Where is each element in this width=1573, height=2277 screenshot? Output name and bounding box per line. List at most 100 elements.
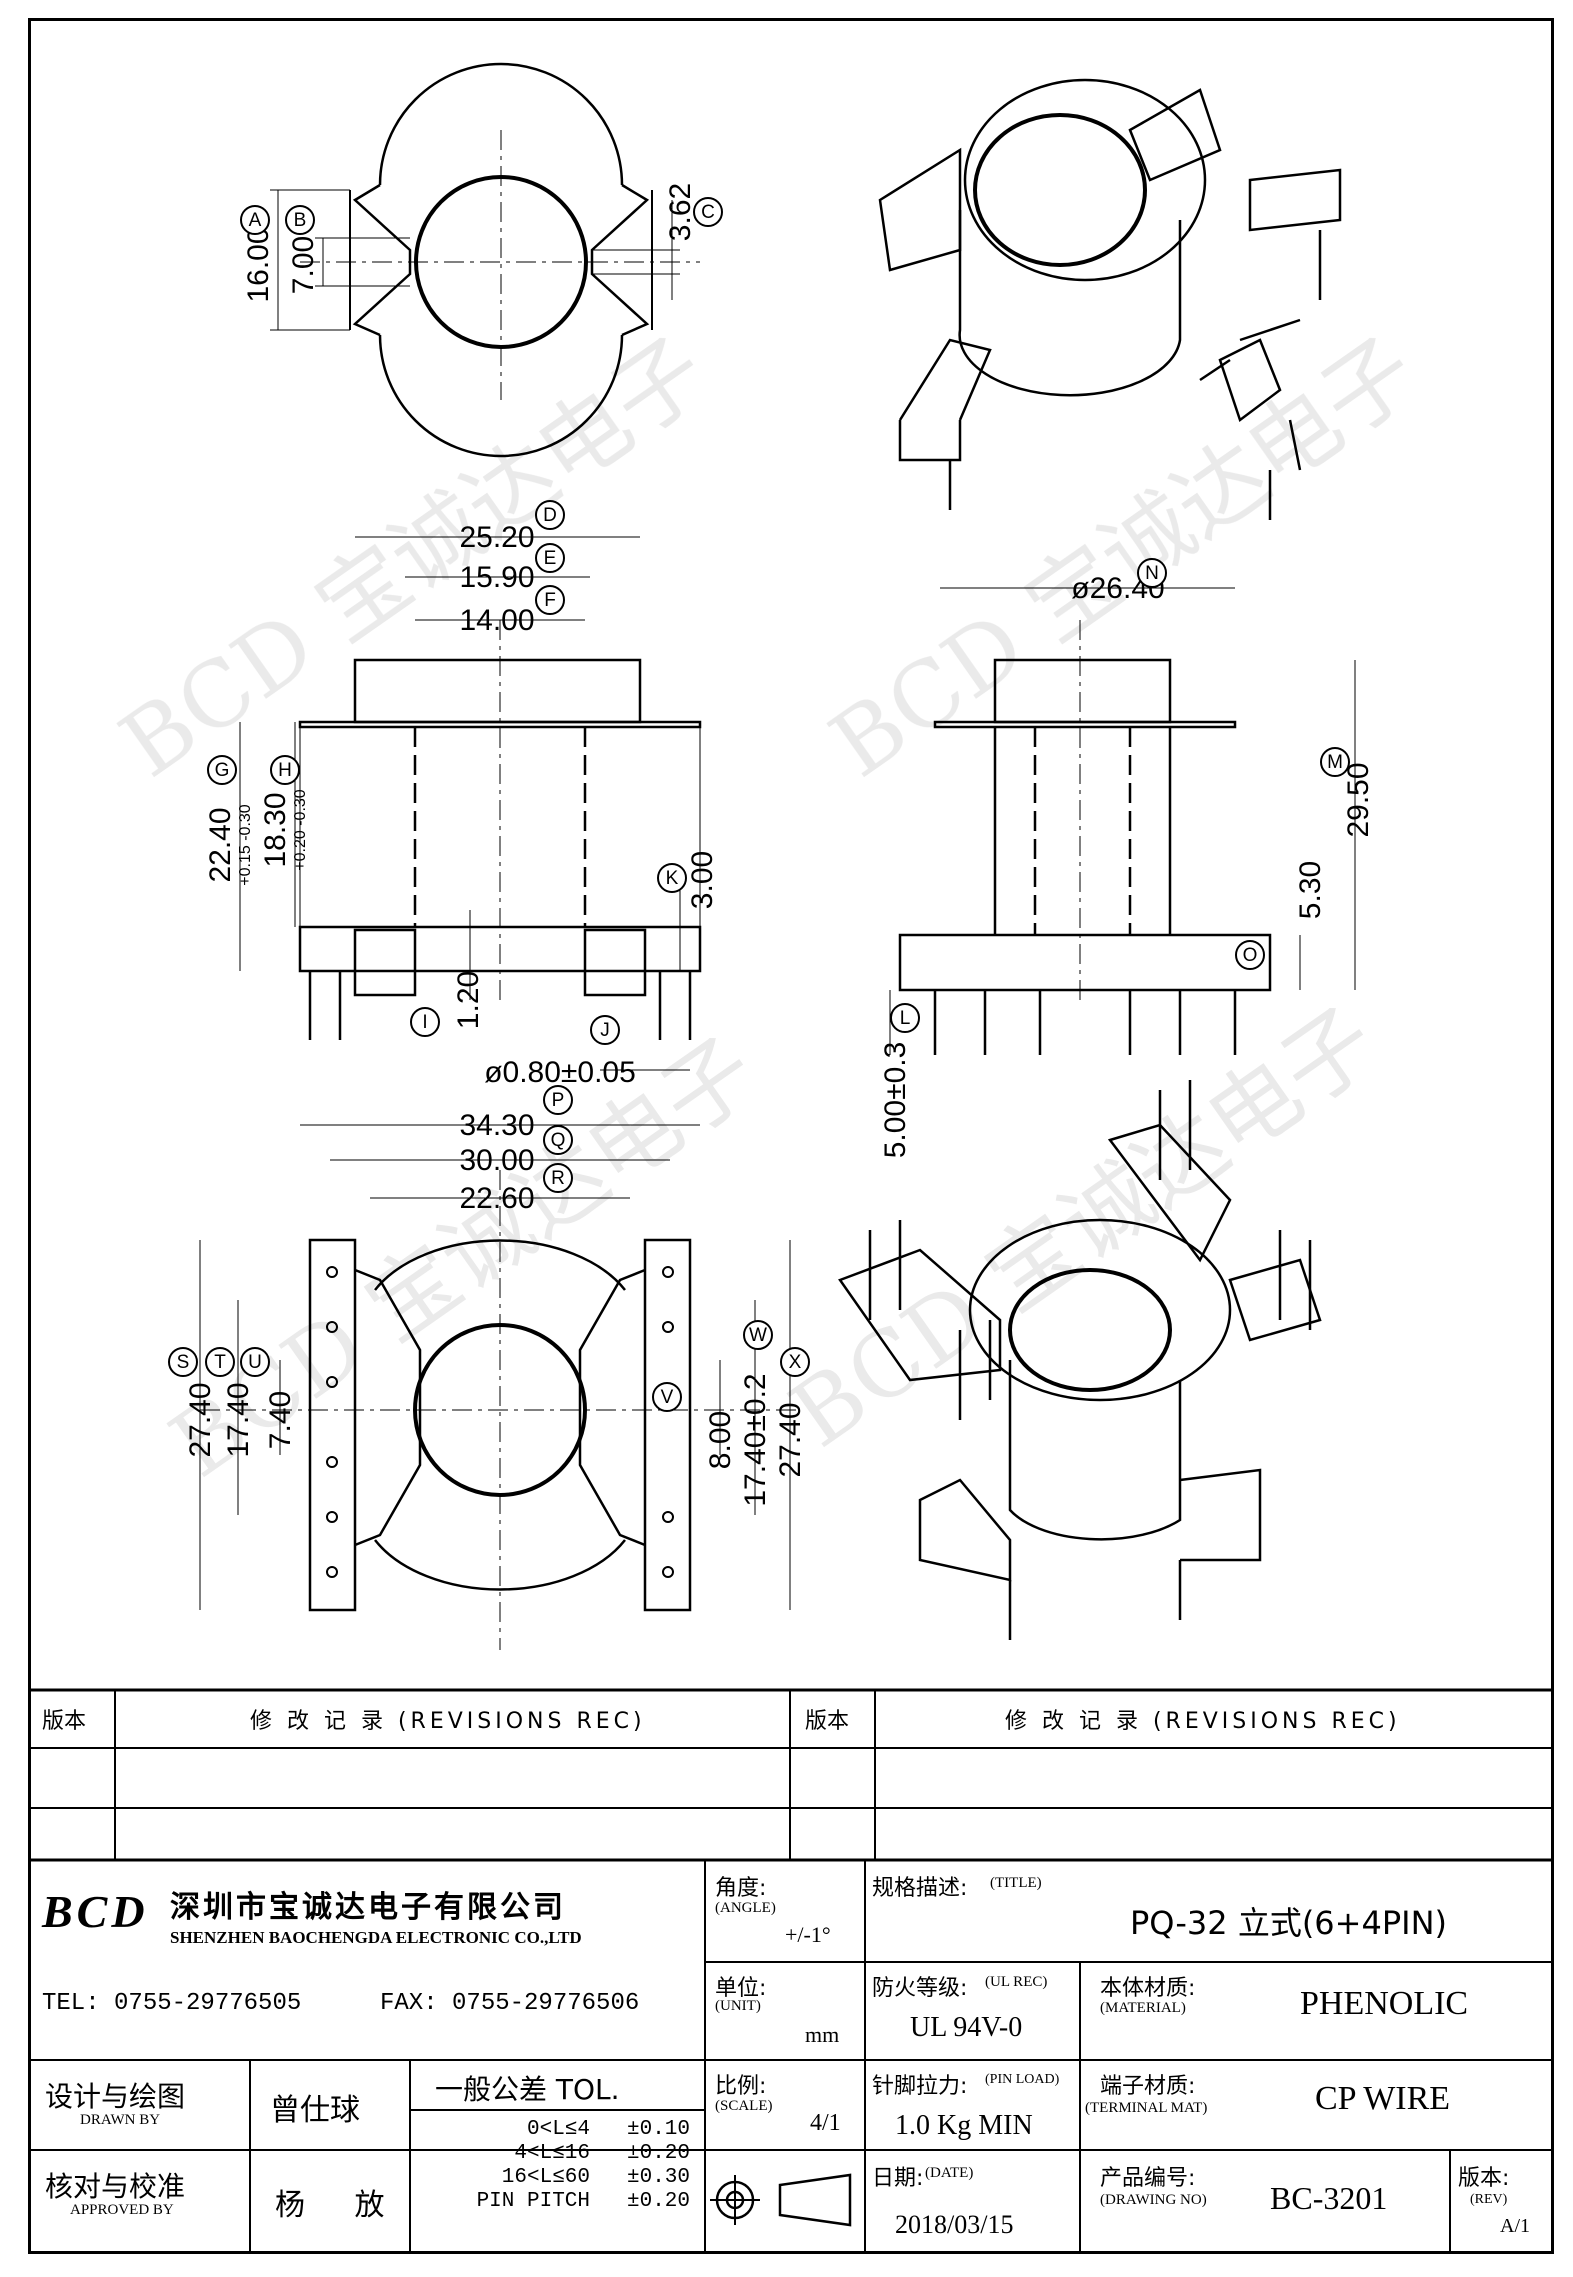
callout-label-f: F (544, 590, 556, 611)
date-value: 2018/03/15 (895, 2210, 1014, 2239)
callout-label-r: R (551, 1168, 565, 1189)
callout-label-k: K (666, 868, 679, 889)
unit-label: 单位: (715, 1976, 767, 2001)
callout-circle-o (1235, 940, 1265, 970)
tolerance-range: 0<L≤4 (526, 2118, 590, 2141)
callout-label-p: P (552, 1090, 565, 1111)
dim-B: 7.00 (287, 236, 320, 294)
tolerance-value: ±0.20 (626, 2142, 690, 2165)
pin-load-label: 针脚拉力: (872, 2074, 968, 2099)
terminal-label: 端子材质: (1100, 2074, 1196, 2099)
angle-value: +/-1° (785, 1922, 831, 1947)
callout-label-j: J (600, 1020, 610, 1041)
callout-label-s: S (177, 1352, 190, 1373)
drawing-no-label-en: (DRAWING NO) (1100, 2192, 1207, 2208)
drawn-value: 曾仕球 (270, 2093, 360, 2128)
pin-load-value: 1.0 Kg MIN (895, 2110, 1033, 2141)
dim-M: 29.50 (1342, 762, 1375, 837)
rev-title-right: 修 改 记 录 (REVISIONS REC) (1005, 1709, 1401, 1734)
drawing-no-value: BC-3201 (1270, 2180, 1388, 2216)
rev-label: 版本: (1458, 2166, 1510, 2191)
dim-C: 3.62 (664, 183, 697, 241)
bottom-view (199, 1124, 800, 1650)
rev-col-right: 版本 (805, 1709, 850, 1734)
approved-value: 杨 放 (275, 2188, 405, 2223)
callout-label-u: U (248, 1352, 262, 1373)
callout-label-a: A (249, 210, 262, 231)
rev-value: A/1 (1500, 2215, 1530, 2237)
callout-label-v: V (661, 1387, 674, 1408)
callout-label-i: I (422, 1012, 427, 1033)
rev-col-left: 版本 (42, 1709, 87, 1734)
title-value: PQ-32 立式(6+4PIN) (1130, 1904, 1447, 1942)
terminal-value: CP WIRE (1315, 2080, 1451, 2117)
tolerance-row: PIN PITCH±0.20 (440, 2190, 690, 2214)
tolerance-value: ±0.20 (626, 2190, 690, 2213)
rev-title-left: 修 改 记 录 (REVISIONS REC) (250, 1709, 646, 1734)
iso-view-top (878, 78, 1342, 520)
tolerance-range: 4<L≤16 (514, 2142, 590, 2165)
callout-label-w: W (749, 1325, 767, 1346)
callout-label-c: C (701, 202, 715, 223)
angle-label-en: (ANGLE) (715, 1900, 776, 1916)
scale-label-en: (SCALE) (715, 2098, 773, 2114)
unit-value: mm (805, 2022, 840, 2047)
dim-G: 22.40 (204, 807, 237, 882)
callout-circle-p (543, 1085, 573, 1115)
company-fax: FAX: 0755-29776506 (380, 1990, 640, 2017)
dim-H: 18.30 (259, 792, 292, 867)
dim-W: 17.40±0.2 (739, 1373, 772, 1506)
dim-F: 14.00 (459, 604, 534, 637)
callout-label-m: M (1327, 752, 1343, 773)
dim-X: 27.40 (774, 1402, 807, 1477)
tolerance-value: ±0.30 (626, 2166, 690, 2189)
tolerance-row: 16<L≤60 ±0.30 (440, 2166, 690, 2190)
callout-circle-v (652, 1382, 682, 1412)
callout-circle-l (890, 1003, 920, 1033)
callout-circle-m (1320, 747, 1350, 777)
material-value: PHENOLIC (1300, 1985, 1469, 2022)
callout-label-d: D (543, 505, 557, 526)
tolerance-range: 16<L≤60 (501, 2166, 590, 2189)
ul-label-en: (UL REC) (985, 1974, 1048, 1990)
company-tel: TEL: 0755-29776505 (42, 1990, 302, 2017)
dim-H-tol: +0.20 -0.30 (292, 789, 309, 871)
terminal-label-en: (TERMINAL MAT) (1085, 2100, 1208, 2116)
callout-circle-s (168, 1347, 198, 1377)
dim-P: 34.30 (459, 1109, 534, 1142)
angle-label: 角度: (715, 1876, 767, 1901)
callout-circle-b (285, 205, 315, 235)
callout-label-g: G (215, 760, 230, 781)
tolerance-table: 0<L≤4±0.10 4<L≤16±0.20 16<L≤60±0.30 PIN … (440, 2118, 690, 2214)
dim-K: 3.00 (686, 851, 719, 909)
tolerance-label: 一般公差 TOL. (435, 2073, 620, 2106)
callout-circle-f (535, 585, 565, 615)
drawn-label: 设计与绘图 (45, 2080, 186, 2113)
callout-label-o: O (1243, 945, 1258, 966)
dim-D: 25.20 (459, 521, 534, 554)
callout-circle-d (535, 500, 565, 530)
dim-A: 16.00 (242, 227, 275, 302)
callout-circle-g (207, 755, 237, 785)
callout-label-n: N (1145, 563, 1159, 584)
dim-U: 7.40 (264, 1391, 297, 1449)
callout-circle-i (410, 1007, 440, 1037)
side-view (889, 587, 1356, 1055)
callout-circle-n (1137, 558, 1167, 588)
dim-R: 22.60 (459, 1182, 534, 1215)
callout-circle-h (270, 755, 300, 785)
approved-label-en: APPROVED BY (70, 2202, 174, 2218)
tolerance-row: 4<L≤16 ±0.20 (440, 2142, 690, 2166)
title-label-en: (TITLE) (990, 1875, 1042, 1891)
callout-label-b: B (294, 210, 307, 231)
dim-L: 5.00±0.3 (879, 1042, 912, 1159)
callout-circle-r (543, 1163, 573, 1193)
title-label: 规格描述: (872, 1876, 968, 1901)
dim-G-tol: +0.15 -0.30 (237, 804, 254, 886)
callout-label-h: H (278, 760, 292, 781)
dim-T: 17.40 (222, 1382, 255, 1457)
pin-load-label-en: (PIN LOAD) (985, 2072, 1060, 2087)
callout-label-e: E (544, 548, 557, 569)
